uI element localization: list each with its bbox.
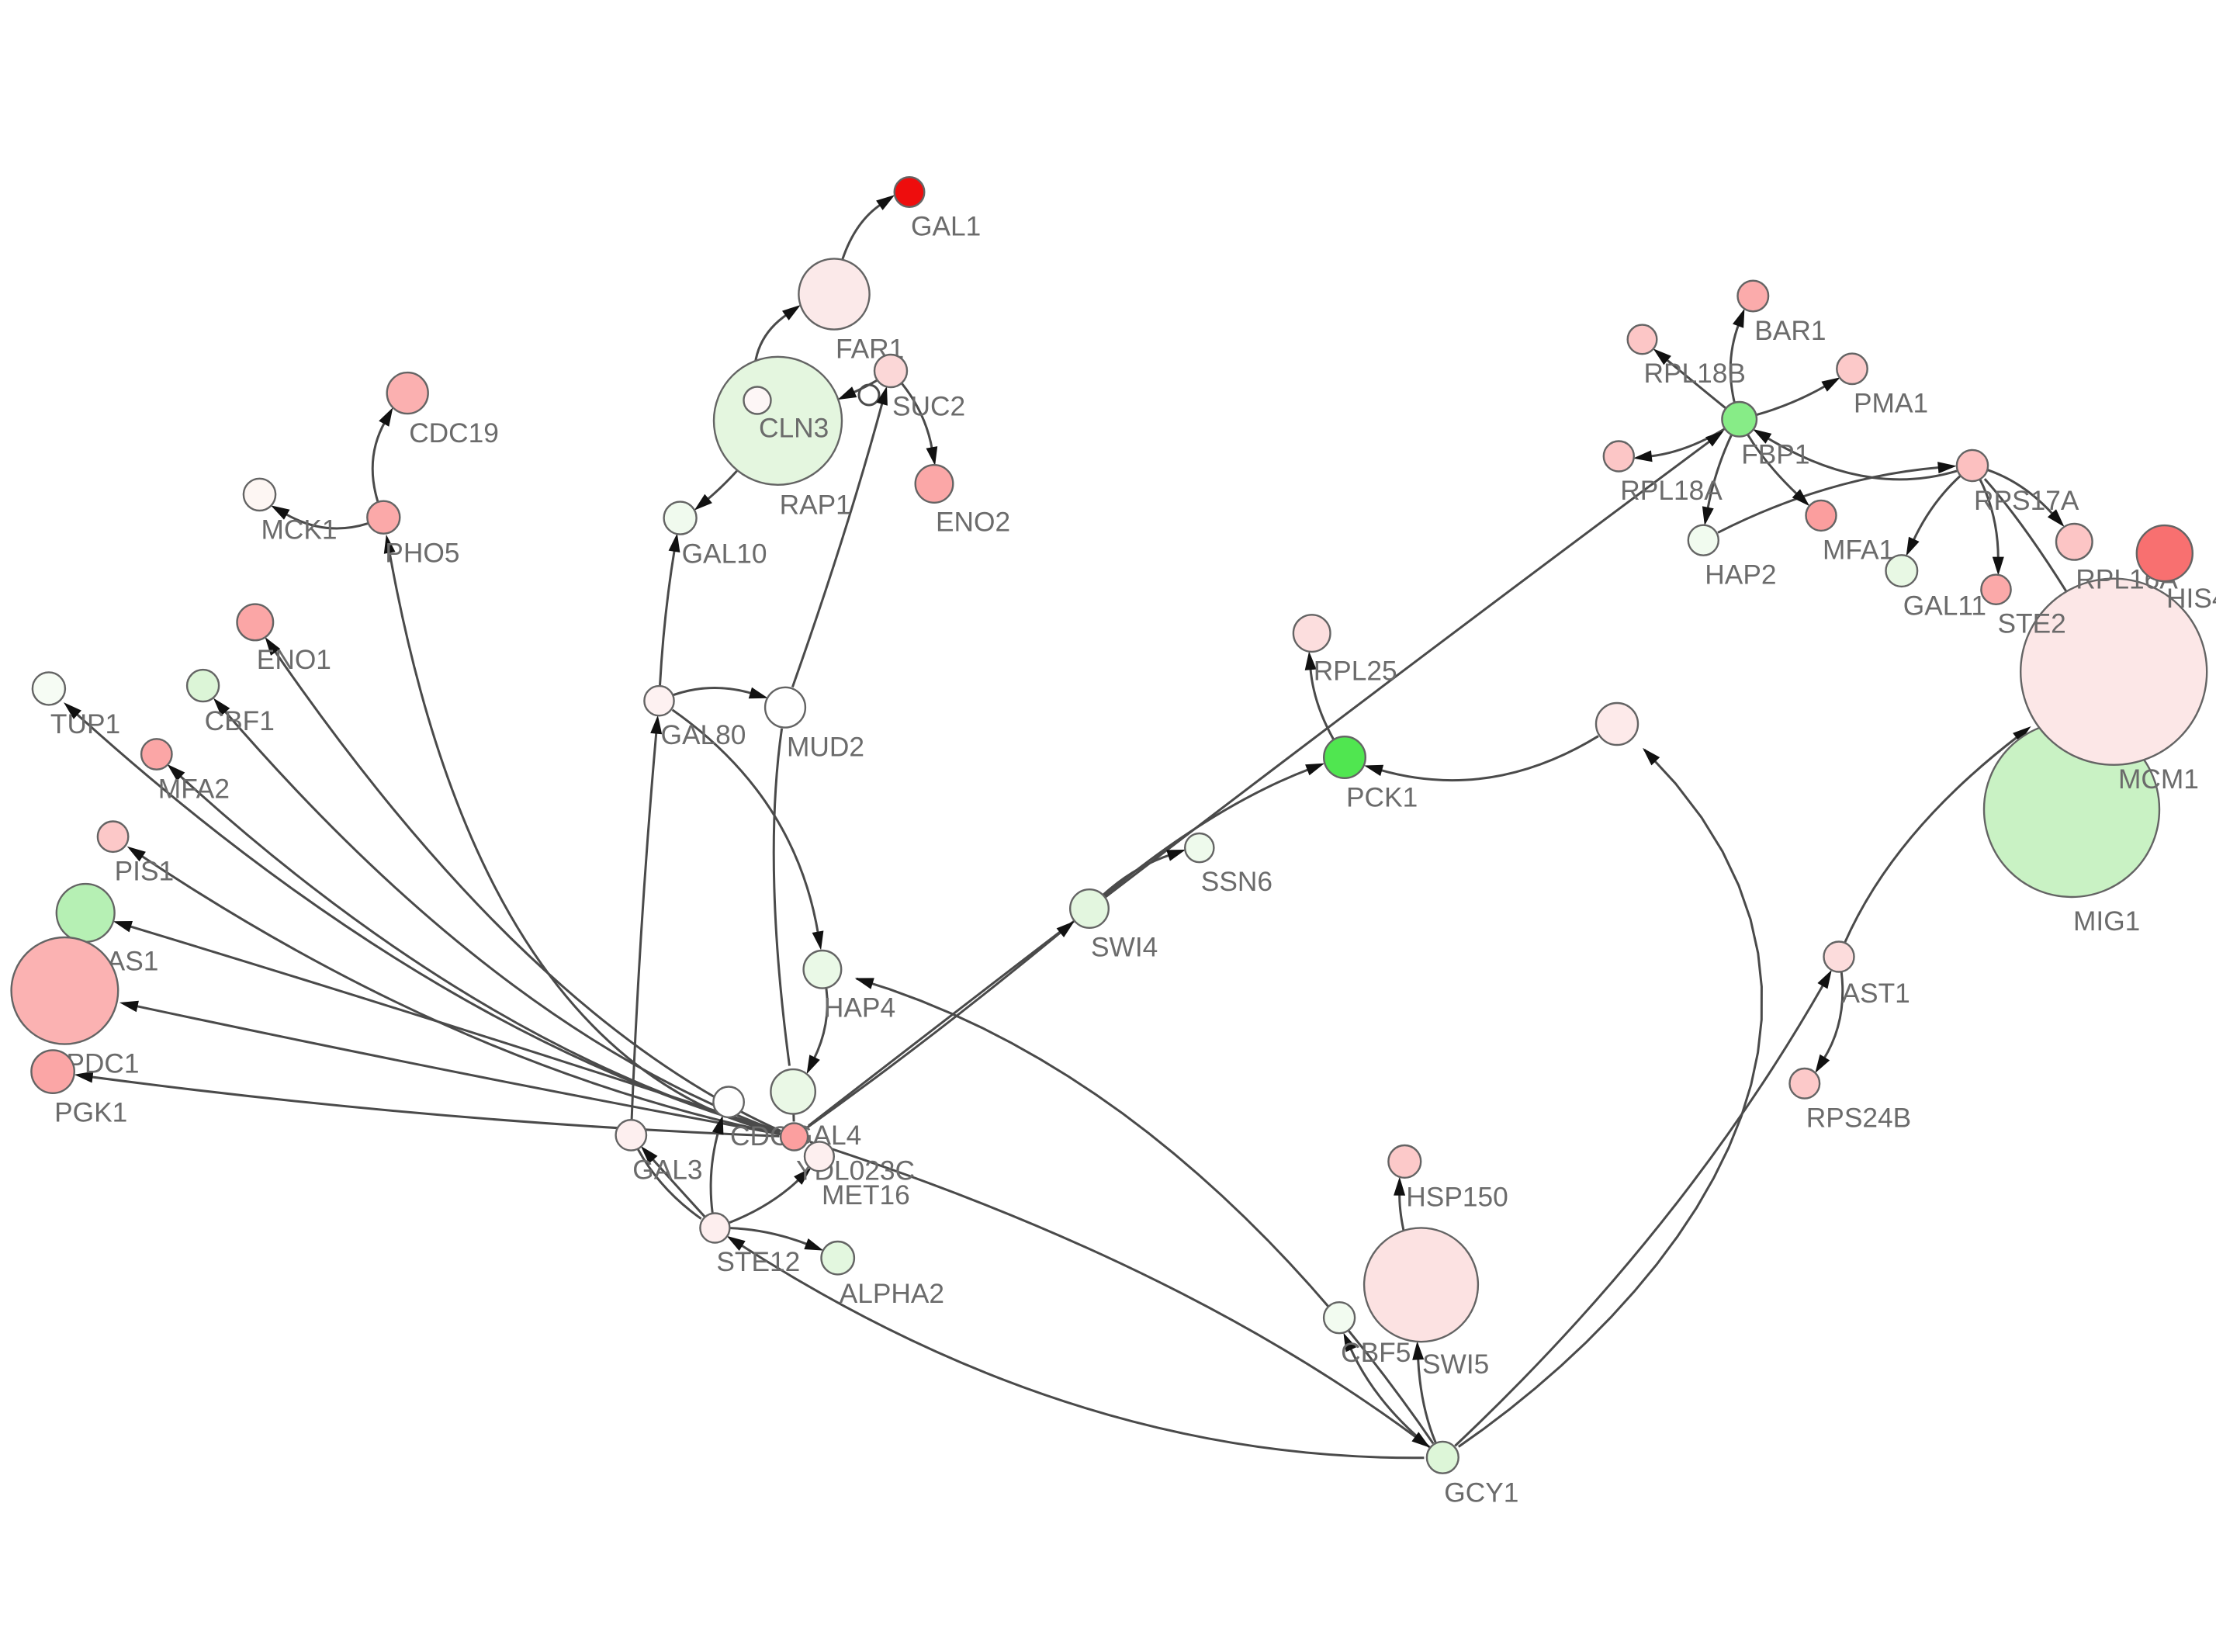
svg-text:MFA2: MFA2 bbox=[158, 774, 230, 804]
svg-text:PCK1: PCK1 bbox=[1346, 783, 1418, 813]
svg-text:RPL18B: RPL18B bbox=[1644, 358, 1746, 389]
svg-text:TUP1: TUP1 bbox=[50, 709, 120, 739]
svg-text:BAR1: BAR1 bbox=[1754, 316, 1826, 346]
svg-text:SUC2: SUC2 bbox=[892, 392, 965, 422]
svg-text:HAP4: HAP4 bbox=[824, 992, 895, 1023]
svg-text:SSN6: SSN6 bbox=[1201, 867, 1272, 897]
svg-text:MET16: MET16 bbox=[822, 1180, 910, 1210]
svg-text:GAL80: GAL80 bbox=[661, 720, 746, 750]
svg-text:MUD2: MUD2 bbox=[787, 732, 864, 762]
svg-text:CBF1: CBF1 bbox=[205, 706, 275, 736]
svg-text:FBP1: FBP1 bbox=[1741, 440, 1809, 470]
svg-text:RAP1: RAP1 bbox=[780, 490, 851, 521]
svg-text:RPL25: RPL25 bbox=[1314, 656, 1397, 687]
svg-text:ENO1: ENO1 bbox=[257, 645, 331, 675]
svg-text:RPS24B: RPS24B bbox=[1806, 1103, 1911, 1133]
svg-text:CDC19: CDC19 bbox=[409, 418, 499, 448]
svg-text:MCK1: MCK1 bbox=[261, 515, 338, 545]
svg-text:PHO5: PHO5 bbox=[385, 538, 459, 568]
svg-text:RPL18A: RPL18A bbox=[1620, 476, 1723, 506]
svg-text:SWI5: SWI5 bbox=[1422, 1349, 1489, 1380]
svg-text:ENO2: ENO2 bbox=[936, 507, 1010, 538]
svg-text:MIG1: MIG1 bbox=[2073, 906, 2140, 937]
svg-text:MFA1: MFA1 bbox=[1823, 535, 1894, 566]
svg-text:ALPHA2: ALPHA2 bbox=[840, 1279, 944, 1309]
svg-text:HSP150: HSP150 bbox=[1406, 1183, 1508, 1213]
svg-text:HIS4: HIS4 bbox=[2166, 584, 2216, 614]
svg-text:PMA1: PMA1 bbox=[1854, 389, 1928, 419]
svg-text:MCM1: MCM1 bbox=[2118, 764, 2199, 795]
svg-text:CBF5: CBF5 bbox=[1341, 1338, 1411, 1368]
svg-text:GAL3: GAL3 bbox=[632, 1155, 702, 1185]
svg-text:GAL10: GAL10 bbox=[682, 539, 767, 569]
svg-text:SWI4: SWI4 bbox=[1091, 933, 1158, 963]
svg-text:RPS17A: RPS17A bbox=[1974, 486, 2079, 516]
svg-text:PDC1: PDC1 bbox=[66, 1048, 139, 1079]
svg-text:GAL11: GAL11 bbox=[1903, 591, 1986, 622]
svg-text:STE2: STE2 bbox=[1998, 609, 2066, 639]
svg-text:AST1: AST1 bbox=[1842, 978, 1910, 1009]
svg-text:GCY1: GCY1 bbox=[1444, 1477, 1518, 1508]
svg-text:PIS1: PIS1 bbox=[115, 857, 175, 887]
svg-text:CLN3: CLN3 bbox=[759, 414, 829, 444]
svg-text:PGK1: PGK1 bbox=[54, 1098, 127, 1128]
svg-text:GAL1: GAL1 bbox=[911, 212, 981, 242]
svg-text:HAP2: HAP2 bbox=[1705, 559, 1776, 590]
svg-text:STE12: STE12 bbox=[716, 1247, 800, 1277]
